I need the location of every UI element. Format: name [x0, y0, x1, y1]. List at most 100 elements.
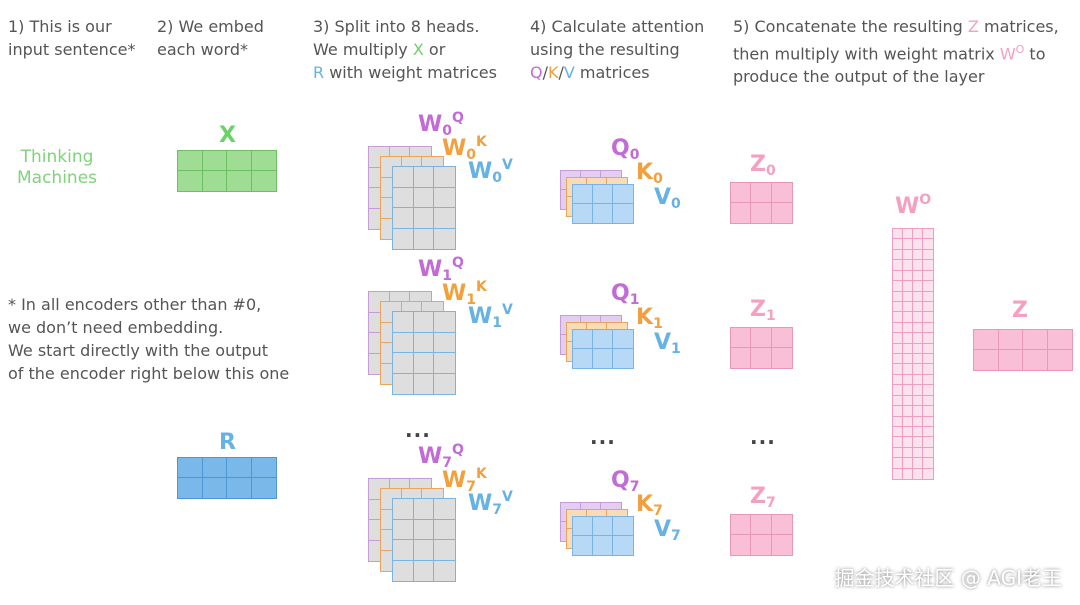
head-7-z-matrix-cell: [731, 535, 752, 555]
wo-cell: [923, 239, 933, 250]
head-7-z-label-base: Z: [750, 484, 766, 509]
wo-cell: [903, 354, 913, 365]
step-5-text-b: matrices,: [978, 17, 1059, 36]
head-0-k-label-base: K: [636, 160, 654, 185]
head-0-wv-matrix-cell: [434, 229, 455, 250]
head-7-v-matrix-cell: [593, 517, 613, 536]
head-7-z-label: Z7: [750, 484, 776, 511]
wo-cell: [923, 281, 933, 292]
x-embedding-cell: [178, 151, 203, 171]
wo-cell: [913, 239, 923, 250]
head-1-wv-label-sub: 1: [492, 315, 503, 331]
step-3-line-3: R with weight matrices: [313, 61, 497, 84]
head-1-z-matrix-cell: [751, 328, 772, 348]
head-0-wv-matrix: [392, 166, 456, 250]
head-0-wv-matrix-cell: [393, 208, 414, 229]
head-7-wv-matrix-cell: [393, 540, 414, 561]
head-1-wv-matrix-cell: [413, 312, 435, 333]
head-7-wv-matrix-cell: [413, 499, 435, 520]
wo-cell: [893, 229, 903, 240]
head-7-k-label-base: K: [636, 492, 654, 517]
head-7-wv-matrix-cell: [393, 499, 414, 520]
wo-cell: [923, 229, 933, 240]
head-1-wv-matrix-cell: [434, 374, 455, 395]
wo-cell: [903, 229, 913, 240]
step-5-w-sup: O: [1015, 43, 1025, 56]
head-1-v-matrix-cell: [613, 330, 633, 349]
wo-cell: [893, 354, 903, 365]
step-4-line-1: 4) Calculate attention: [530, 17, 705, 36]
footnote-line-3: We start directly with the output: [8, 341, 269, 360]
head-7-z-label-sub: 7: [765, 495, 776, 511]
head-0-wv-matrix-cell: [413, 208, 435, 229]
head-1-k-label-sub: 1: [653, 316, 663, 332]
wo-cell: [913, 343, 923, 354]
head-1-v-matrix-cell: [573, 330, 593, 349]
wo-cell: [913, 406, 923, 417]
wo-label-w: W: [895, 194, 920, 219]
head-1-wv-matrix: [392, 311, 456, 395]
head-7-wk-label-sub: 7: [466, 479, 477, 495]
head-1-v-label: V1: [654, 330, 681, 357]
r-input-cell: [203, 478, 227, 498]
wo-cell: [893, 468, 903, 479]
wo-cell: [923, 448, 933, 459]
head-0-wq-label-sub: 0: [442, 123, 453, 139]
head-7-v-label-base: V: [654, 517, 672, 542]
head-0-z-matrix-cell: [771, 183, 792, 203]
wo-cell: [923, 364, 933, 375]
wo-cell: [913, 416, 923, 427]
step-4-sep-2: /: [558, 63, 564, 82]
r-input-cell: [227, 458, 252, 478]
step-5-line-1: 5) Concatenate the resulting Z matrices,: [733, 15, 1059, 38]
head-7-k-label-sub: 7: [653, 503, 663, 519]
step-4-sep-1: /: [542, 63, 548, 82]
wo-cell: [893, 447, 903, 459]
head-0-wv-matrix-cell: [393, 167, 414, 188]
z-output-cell: [1023, 350, 1048, 370]
wo-cell: [903, 291, 913, 302]
head-7-wv-label-sup: V: [502, 489, 513, 505]
encoder-footnote: * In all encoders other than #0, we don’…: [8, 293, 289, 385]
head-1-v-label-sub: 1: [671, 341, 681, 357]
wo-cell: [893, 416, 903, 427]
head-1-wv-matrix-cell: [434, 353, 455, 374]
wo-cell: [903, 364, 913, 375]
head-7-wv-matrix-cell: [413, 519, 435, 540]
z-output-cell: [974, 330, 999, 350]
head-1-wv-label-sup: V: [502, 302, 513, 318]
head-7-z-matrix-cell: [731, 515, 752, 535]
wo-cell: [893, 437, 903, 448]
x-label: X: [219, 123, 236, 148]
step-5-text-d: to: [1024, 44, 1046, 64]
step-3-text-b: or: [423, 40, 446, 59]
x-embedding-cell: [178, 171, 203, 191]
head-0-k-label: K0: [636, 160, 663, 187]
head-0-wv-label: W0V: [468, 157, 513, 186]
z-output-cell: [1023, 330, 1048, 350]
head-1-v-matrix-cell: [593, 330, 613, 349]
head-7-wv-matrix-cell: [413, 540, 435, 561]
head-7-wk-label-sup: K: [476, 466, 487, 482]
head-0-v-label-base: V: [654, 185, 672, 210]
wo-cell: [903, 426, 913, 438]
r-input-cell: [227, 478, 252, 498]
wo-cell: [903, 333, 913, 344]
head-0-v-matrix-cell: [593, 204, 613, 223]
wo-cell: [893, 426, 903, 438]
head-0-v-matrix-cell: [613, 204, 633, 223]
wo-cell: [893, 406, 903, 417]
x-embedding-cell: [203, 171, 227, 191]
head-7-wk-label: W7K: [442, 466, 487, 495]
z-output-cell: [998, 330, 1023, 350]
wo-cell: [903, 416, 913, 427]
head-7-v-matrix-cell: [593, 536, 613, 555]
wo-cell: [903, 281, 913, 292]
head-1-wq-label-sup: Q: [452, 255, 464, 271]
wo-cell: [903, 395, 913, 407]
step-4-line-2: using the resulting: [530, 40, 680, 59]
wo-cell: [903, 447, 913, 459]
head-7-wq-label-sub: 7: [442, 455, 453, 471]
wo-cell: [893, 291, 903, 302]
head-7-z-matrix-cell: [751, 535, 772, 555]
